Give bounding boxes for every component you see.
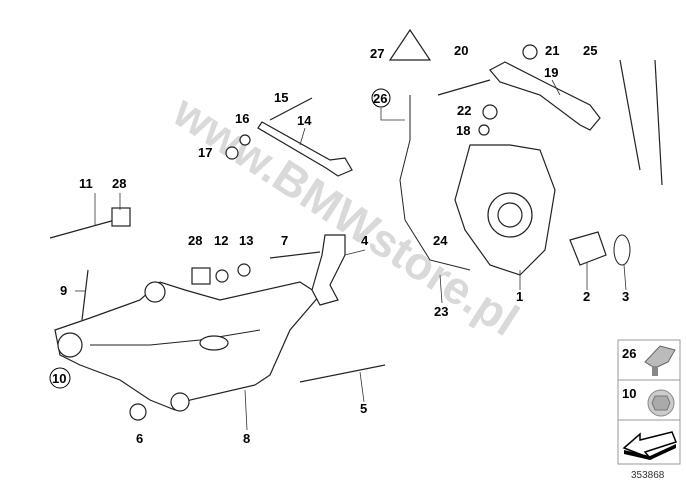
abs-sensor-cable (399, 95, 471, 271)
label-22[interactable]: 22 (457, 103, 471, 118)
legend-label-10: 10 (622, 386, 636, 401)
label-6[interactable]: 6 (136, 431, 143, 446)
catalog-number: 353868 (631, 470, 665, 481)
label-15[interactable]: 15 (274, 90, 288, 105)
wishbone-4 (311, 234, 346, 306)
label-27[interactable]: 27 (370, 46, 384, 61)
label-25[interactable]: 25 (583, 43, 597, 58)
label-18[interactable]: 18 (456, 123, 470, 138)
label-28[interactable]: 28 (112, 176, 126, 191)
legend: 26 10 353868 (617, 339, 681, 481)
label-26[interactable]: 26 (373, 91, 387, 106)
label-28b[interactable]: 28 (188, 233, 202, 248)
label-14[interactable]: 14 (297, 113, 312, 128)
label-13[interactable]: 13 (239, 233, 253, 248)
label-10[interactable]: 10 (52, 371, 66, 386)
label-21[interactable]: 21 (545, 43, 559, 58)
bolts (49, 59, 663, 383)
rear-subframe (54, 281, 321, 412)
label-17[interactable]: 17 (198, 145, 212, 160)
label-9[interactable]: 9 (60, 283, 67, 298)
label-8[interactable]: 8 (243, 431, 250, 446)
label-2[interactable]: 2 (583, 289, 590, 304)
label-19[interactable]: 19 (544, 65, 558, 80)
ring-3 (613, 234, 631, 266)
upper-arm-19 (489, 61, 601, 131)
label-4[interactable]: 4 (361, 233, 369, 248)
wheel-carrier (454, 144, 556, 276)
small-parts (111, 28, 538, 421)
label-1[interactable]: 1 (516, 289, 523, 304)
label-5[interactable]: 5 (360, 401, 367, 416)
label-23[interactable]: 23 (434, 304, 448, 319)
label-12[interactable]: 12 (214, 233, 228, 248)
trailing-arm-14 (257, 121, 353, 177)
label-7[interactable]: 7 (281, 233, 288, 248)
part-labels: 27 20 21 25 19 26 15 16 14 22 18 17 11 2… (49, 43, 629, 446)
label-3[interactable]: 3 (622, 289, 629, 304)
label-20[interactable]: 20 (454, 43, 468, 58)
label-16[interactable]: 16 (235, 111, 249, 126)
legend-label-26: 26 (622, 346, 636, 361)
leader-lines (75, 79, 627, 431)
label-11[interactable]: 11 (79, 176, 93, 191)
label-24[interactable]: 24 (433, 233, 448, 248)
boot-2 (569, 231, 607, 266)
